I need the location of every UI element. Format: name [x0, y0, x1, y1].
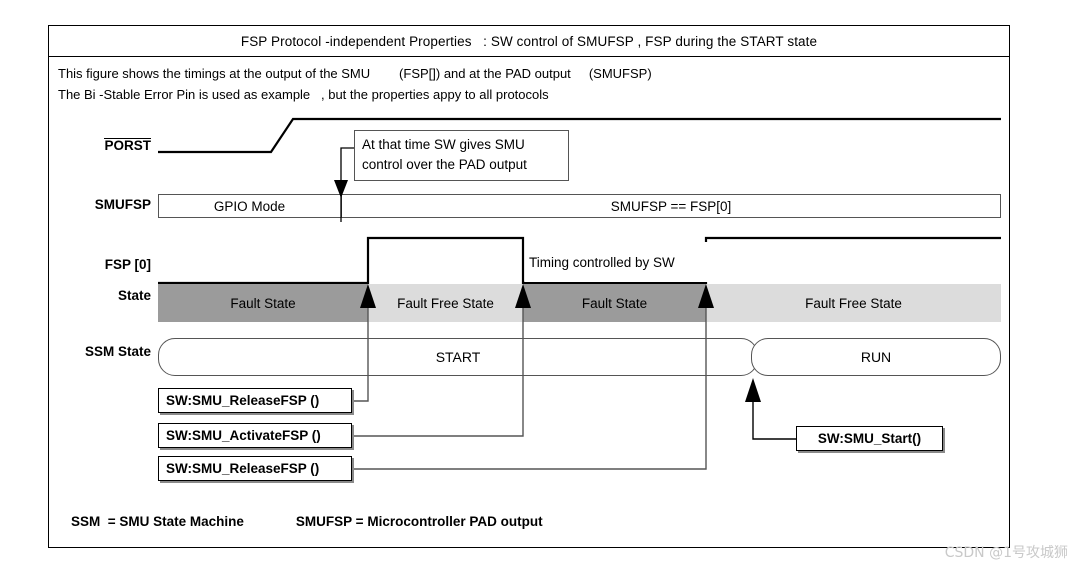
signal-label-smufsp: SMUFSP	[49, 197, 151, 212]
figure-title-bar: FSP Protocol -independent Properties : S…	[49, 26, 1009, 57]
sw-call-release-fsp-1[interactable]: SW:SMU_ReleaseFSP ()	[158, 388, 352, 413]
timing-note-text: Timing controlled by SW	[529, 254, 675, 270]
state-segment-3: Fault State	[523, 284, 706, 322]
state-segment-1: Fault State	[158, 284, 368, 322]
figure-title: FSP Protocol -independent Properties : S…	[240, 33, 818, 49]
callout-line-2: control over the PAD output	[362, 157, 527, 172]
ssm-state-start-box: START	[158, 338, 758, 376]
sw-call-activate-fsp-label: SW:SMU_ActivateFSP ()	[166, 428, 321, 443]
smufsp-label-text: SMUFSP	[94, 197, 151, 212]
sw-call-activate-fsp[interactable]: SW:SMU_ActivateFSP ()	[158, 423, 352, 448]
legend-item-ssm: SSM = SMU State Machine	[71, 514, 244, 529]
ssm-state-run-box: RUN	[751, 338, 1001, 376]
smufsp-segment-1-text: GPIO Mode	[213, 199, 286, 214]
smufsp-segment-2-text: SMUFSP == FSP[0]	[610, 199, 732, 214]
ssm-state-start-label: START	[435, 349, 481, 365]
description-line-2: The Bi -Stable Error Pin is used as exam…	[58, 87, 549, 102]
sw-call-release-fsp-2[interactable]: SW:SMU_ReleaseFSP ()	[158, 456, 352, 481]
sw-call-smu-start-label: SW:SMU_Start()	[817, 431, 922, 446]
legend-item-smufsp: SMUFSP = Microcontroller PAD output	[295, 514, 543, 529]
smufsp-callout-box: At that time SW gives SMU control over t…	[354, 130, 569, 181]
figure-frame: FSP Protocol -independent Properties : S…	[48, 25, 1010, 548]
state-segment-4-label: Fault Free State	[805, 295, 902, 311]
watermark: CSDN @1号攻城狮	[944, 545, 1068, 561]
state-segment-4: Fault Free State	[706, 284, 1001, 322]
timing-note-box: Timing controlled by SW	[525, 242, 713, 282]
sw-call-release-fsp-2-label: SW:SMU_ReleaseFSP ()	[166, 461, 320, 476]
porst-label-text: PORST	[104, 138, 151, 153]
porst-signal-trace	[158, 117, 1001, 154]
callout-line-1: At that time SW gives SMU	[362, 137, 525, 152]
signal-label-ssm-state: SSM State	[49, 344, 151, 359]
ssm-label-text: SSM State	[84, 344, 151, 359]
arrow-smu-start	[745, 378, 761, 402]
state-segment-2-label: Fault Free State	[397, 295, 494, 311]
state-segment-3-label: Fault State	[581, 295, 648, 311]
state-segment-1-label: Fault State	[230, 295, 296, 311]
signal-label-porst: PORST	[49, 138, 151, 153]
signal-label-state: State	[49, 288, 151, 303]
smufsp-bus-box	[158, 194, 1001, 218]
figure-description: This figure shows the timings at the out…	[58, 63, 998, 105]
ssm-state-run-label: RUN	[860, 349, 892, 365]
description-line-1: This figure shows the timings at the out…	[58, 66, 652, 81]
fsp0-label-text: FSP [0]	[104, 257, 151, 272]
sw-call-release-fsp-1-label: SW:SMU_ReleaseFSP ()	[166, 393, 320, 408]
figure-legend: SSM = SMU State Machine SMUFSP = Microcon…	[71, 513, 543, 531]
state-label-text: State	[117, 288, 151, 303]
sw-call-smu-start[interactable]: SW:SMU_Start()	[796, 426, 943, 451]
state-segment-2: Fault Free State	[368, 284, 523, 322]
signal-label-fsp0: FSP [0]	[49, 257, 151, 272]
